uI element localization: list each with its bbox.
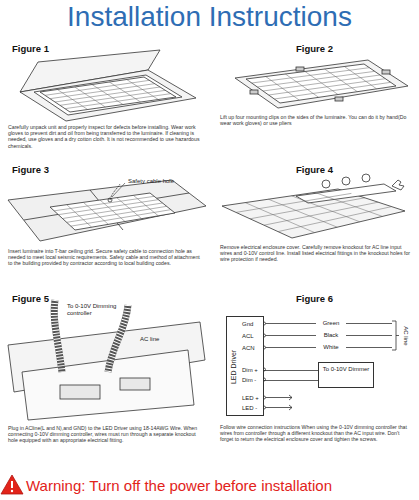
luminaire-box (20, 50, 196, 121)
wiring-enclosure-part (54, 300, 62, 372)
wiring-enclosure-part (54, 300, 62, 372)
figure-label: Figure 2 (296, 43, 333, 55)
wire-color: Black (316, 332, 346, 339)
pin-name: LED - (242, 405, 257, 412)
warning-icon (1, 475, 23, 494)
wiring-schematic-part (396, 335, 399, 336)
wire-color: Green (316, 320, 346, 327)
wire (264, 380, 318, 381)
grid-line (63, 203, 163, 219)
box-title: LED Driver (230, 350, 238, 384)
signal-name: AC line (402, 326, 409, 345)
wiring-enclosure-part (60, 385, 100, 399)
grid-line (127, 80, 159, 100)
caption: Follow wire connection instructions When… (220, 424, 412, 443)
luminaire-enclosure (222, 174, 405, 238)
wiring-enclosure (8, 300, 205, 420)
wiring-enclosure-part (108, 305, 128, 372)
grid-line (67, 206, 167, 222)
wiring-enclosure-part (108, 305, 128, 372)
callout-label: AC line (140, 336, 159, 343)
driver-box: LED Driver GndACL ACN Dim + Dim - LED + LED - (226, 316, 264, 416)
grid-line (278, 207, 392, 232)
grid-line (274, 82, 390, 99)
box-text: To 0-10V Dimmer (322, 366, 370, 373)
pin-name: Dim + (242, 367, 258, 374)
pin-name: Gnd (242, 321, 253, 328)
grid-line (344, 67, 376, 89)
grid-line (315, 192, 383, 216)
grid-line (117, 198, 142, 219)
grid-line (109, 82, 140, 102)
caption: Lift up four mounting clips on the sides… (220, 114, 412, 126)
figure-label: Figure 1 (12, 43, 49, 55)
caption: Remove electrical enclosure cover. Caref… (220, 244, 412, 263)
wiring-schematic-part (289, 395, 292, 410)
luminaire-panel-part (382, 70, 390, 74)
callout-label: Safety cable hole (128, 178, 174, 185)
ceiling-grid-part (110, 184, 120, 200)
warning-icon-part (11, 490, 13, 492)
warning-text: Warning: Turn off the power before insta… (26, 477, 418, 495)
grid-line (55, 87, 160, 102)
luminaire-enclosure-part (392, 180, 404, 190)
callout-label: To 0-10V Dimming controller (67, 303, 125, 317)
luminaire-enclosure-part (342, 177, 350, 185)
wiring-enclosure-part (120, 378, 150, 390)
dimmer-box: To 0-10V Dimmer (318, 362, 374, 388)
figure-label: Figure 5 (12, 293, 49, 305)
ceiling-grid-part (112, 183, 125, 197)
pin-name: ACL (242, 333, 254, 340)
grid-line (264, 202, 378, 225)
luminaire-panel-part (335, 97, 343, 101)
caption: Carefully unpack unit and properly inspe… (8, 124, 204, 149)
grid-line (71, 210, 171, 227)
caption: Insert luminaire into T-bar ceiling grid… (8, 248, 204, 267)
grid-line (325, 69, 358, 92)
grid-line (133, 195, 158, 216)
pin-name: LED + (242, 395, 259, 402)
luminaire-panel-part (250, 90, 258, 94)
luminaire-enclosure-part (322, 180, 330, 188)
grid-line (269, 79, 386, 95)
luminaire-panel (235, 60, 408, 108)
wiring-schematic-part (265, 397, 292, 398)
wiring-schematic (263, 321, 400, 410)
luminaire-panel-part (296, 67, 304, 71)
ceiling-grid-part (50, 193, 175, 230)
grid-line (263, 75, 380, 91)
luminaire-panel-part (235, 60, 408, 108)
caption: Plug in ACline(L and N),and GND) to the … (8, 425, 204, 444)
grid-line (65, 94, 171, 109)
warning-icon-part (1, 475, 23, 494)
grid-line (268, 199, 337, 227)
ceiling-grid (8, 180, 206, 241)
wire-color: White (316, 344, 346, 351)
wiring-schematic-part (265, 407, 292, 408)
luminaire-box-part (40, 77, 176, 112)
luminaire-enclosure-part (362, 174, 370, 182)
pin-name: Dim - (242, 377, 256, 384)
wire (264, 370, 318, 371)
figure-label: Figure 6 (296, 293, 333, 305)
luminaire-box-part (20, 70, 196, 121)
luminaire-panel-part (246, 64, 396, 103)
wiring-schematic-part (392, 321, 396, 350)
warning-icon-part (11, 481, 13, 488)
grid-line (292, 196, 360, 222)
pin-name: ACN (242, 345, 255, 352)
figure-label: Figure 3 (12, 164, 49, 176)
figure-label: Figure 4 (296, 164, 333, 176)
grid-line (60, 90, 165, 105)
ceiling-grid-part (8, 180, 206, 241)
luminaire-box-part (34, 75, 182, 115)
page-title: Installation Instructions (0, 0, 419, 34)
